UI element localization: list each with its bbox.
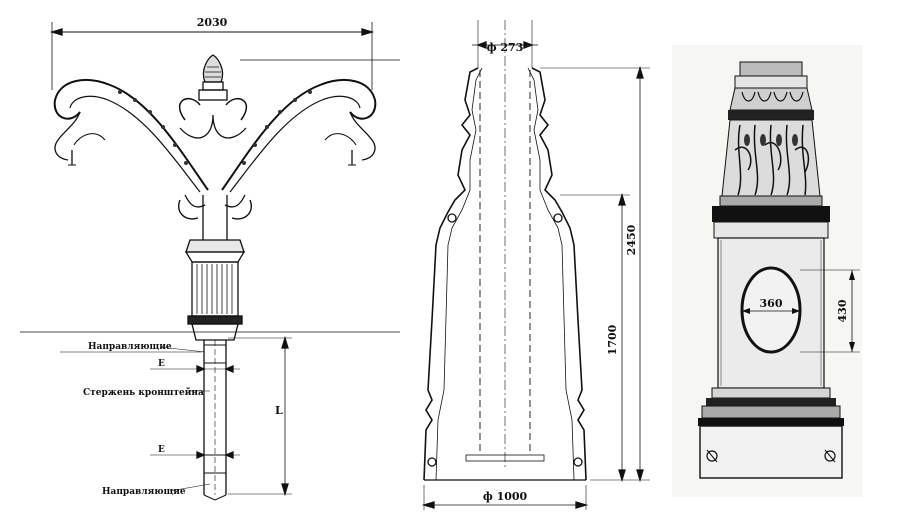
dim-spacing-lower: E <box>158 445 165 455</box>
dim-door-height: 1700 <box>606 324 619 355</box>
dim-hatch-width: 360 <box>760 297 783 310</box>
dim-hatch-height: 430 <box>836 299 849 322</box>
base-section-drawing <box>421 20 650 510</box>
dim-bracket-width: 2030 <box>197 16 228 29</box>
label-guide-upper: Направляющие <box>88 342 172 352</box>
label-guide-lower: Направляющие <box>102 487 186 497</box>
label-rod: Стержень кронштейна <box>83 387 204 398</box>
dim-total-height: 2450 <box>625 224 638 255</box>
dim-spacing-upper: E <box>158 359 165 369</box>
dim-base-diameter: ф 1000 <box>483 490 528 503</box>
dim-length: L <box>275 404 283 417</box>
dim-pole-top-diameter: ф 273 <box>487 41 524 54</box>
base-elevation-render <box>672 45 862 497</box>
bracket-drawing <box>20 22 400 501</box>
